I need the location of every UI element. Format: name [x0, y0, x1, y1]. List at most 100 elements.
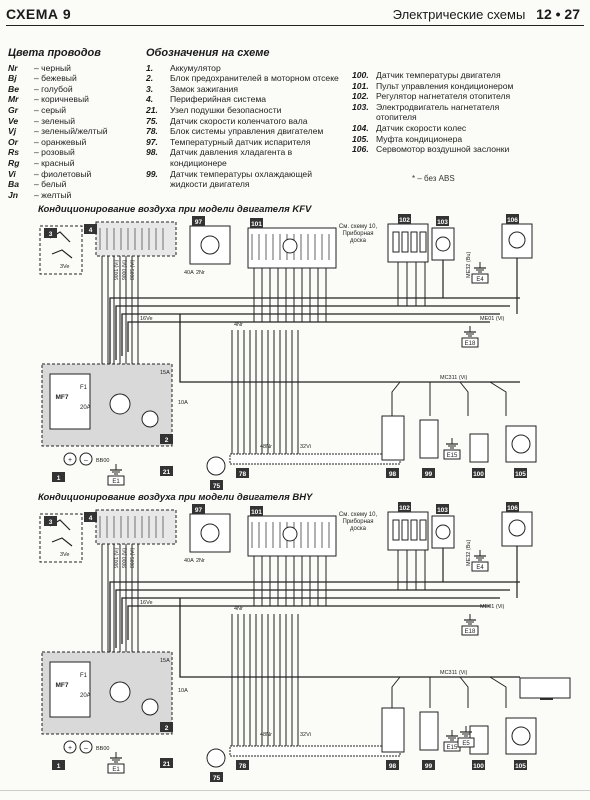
component-tag [160, 434, 173, 444]
fuse-relay-symbol [141, 698, 159, 716]
legend-row: Mr– коричневый [8, 94, 108, 105]
component-tag [44, 516, 57, 526]
wire [115, 305, 510, 360]
legend-code: Bj [8, 73, 17, 84]
legend-code: Gr [8, 104, 19, 115]
legend-code: 75. [146, 115, 158, 126]
connector-label: 4Nr [234, 606, 243, 612]
connector-label: 3Ve [60, 264, 69, 270]
legend-label: Пульт управления кондиционером [376, 80, 514, 91]
legend-code: Ba [8, 179, 19, 190]
header-rule [6, 25, 584, 26]
component-tag-106: 106 [507, 217, 518, 224]
component-tag-106: 106 [507, 505, 518, 512]
legend-label: Датчик температуры охлаждающей [170, 168, 312, 179]
ref-label: доска [350, 238, 367, 244]
legend-code: 21. [146, 104, 158, 115]
wire [51, 537, 73, 547]
wire [489, 381, 507, 416]
component-tag [84, 224, 97, 234]
resistor [392, 519, 400, 541]
ground-tag [457, 737, 475, 748]
wire [109, 581, 520, 652]
legend-code: 2. [146, 73, 154, 84]
ecu-connector [229, 745, 401, 757]
wire [459, 676, 469, 708]
panel-symbol [282, 238, 298, 254]
wheel-sensor-box [519, 677, 571, 699]
fuse-module [49, 661, 91, 718]
component-tag-21: 21 [163, 761, 171, 768]
component-tag-102: 102 [399, 217, 410, 224]
legend-code: Vi [8, 168, 16, 179]
component-tag-75: 75 [213, 775, 221, 782]
ref-label: См. схему 10, [339, 224, 378, 230]
component-tag [422, 468, 435, 478]
component-tag [160, 758, 173, 768]
legend-code: 4. [146, 94, 154, 105]
component-tag [250, 506, 263, 516]
wire [391, 381, 401, 416]
legend-label: – желтый [34, 189, 72, 200]
legend-code: Ve [8, 115, 19, 126]
component-tag [52, 760, 65, 770]
legend-label: – красный [34, 157, 75, 168]
legend-row: 21.Узел подушки безопасности [146, 105, 339, 116]
component-tag [52, 472, 65, 482]
wire-code-label: 9000 (Vi) [122, 547, 128, 568]
peripheral-box [95, 221, 177, 257]
legend-row: 104.Датчик скорости колес [352, 123, 513, 134]
servo-motor-symbol [508, 519, 526, 537]
legend-label: – голубой [34, 83, 73, 94]
component-tag [160, 722, 173, 732]
resistor [419, 231, 427, 253]
component-tag-102: 102 [399, 505, 410, 512]
wire-label: ME32 (Bu) [466, 252, 472, 278]
scheme-number: СХЕМА 9 [6, 6, 72, 22]
component-tag [398, 502, 411, 512]
component-tag-101: 101 [251, 509, 262, 516]
component-tag [386, 760, 399, 770]
legend-row: 1.Аккумулятор [146, 63, 339, 74]
legend-code: Be [8, 83, 19, 94]
legend-code: 78. [146, 126, 158, 137]
component-tag-105: 105 [515, 763, 526, 770]
legend-label: – зеленый [34, 115, 76, 126]
connector-label: 2Nr [196, 558, 205, 564]
clutch-symbol [511, 726, 531, 746]
peripheral-box [95, 509, 177, 545]
mf7-label: MF7 [56, 682, 69, 689]
wire [115, 589, 510, 648]
ref-label: доска [350, 526, 367, 532]
legend-label: отопителя [376, 112, 417, 123]
wire [121, 597, 500, 644]
legend-row: 75.Датчик скорости коленчатого вала [146, 116, 339, 127]
legend-label: Датчик скорости колес [376, 122, 467, 133]
ground-label: E18 [465, 341, 476, 347]
legend-label: – черный [34, 62, 71, 73]
component-tag-103: 103 [437, 219, 448, 226]
fuse-relay-symbol [109, 393, 131, 415]
legend-code: Rs [8, 147, 19, 158]
ground-label: E15 [447, 453, 458, 459]
component-tag [210, 480, 223, 490]
component-tag-98: 98 [389, 763, 397, 770]
legend-label: Сервомотор воздушной заслонки [376, 144, 510, 155]
legend-row: Vj– зеленый/желтый [8, 126, 108, 137]
abs-note: * – без ABS [412, 174, 455, 183]
legend-row: Ve – зеленый [8, 116, 108, 127]
ground-tag [461, 625, 479, 636]
legend-label: Электродвигатель нагнетателя [376, 101, 500, 112]
legend-row: 102.Регулятор нагнетателя отопителя [352, 91, 513, 102]
header-title: Электрические схемы [392, 7, 526, 22]
ground-tag [461, 337, 479, 348]
legend-row: Be – голубой [8, 84, 108, 95]
wire-code-label: 8605 (Vi) [130, 547, 136, 568]
component-tag-101: 101 [251, 221, 262, 228]
legend-code: Or [8, 136, 19, 147]
component-tag-78: 78 [239, 471, 247, 478]
ref-label: См. схему 10, [339, 512, 378, 518]
